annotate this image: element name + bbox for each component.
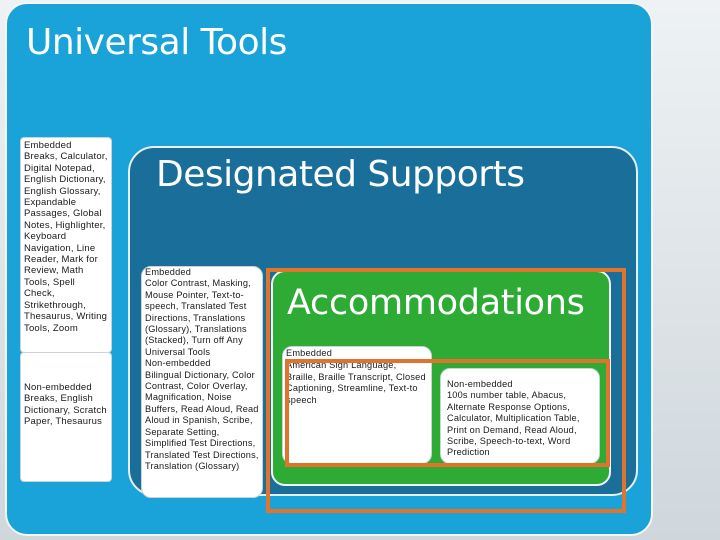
designated-supports-embedded-items: Color Contrast, Masking, Mouse Pointer, … [145,278,251,357]
designated-supports-non-embedded-items: Bilingual Dictionary, Color Contrast, Co… [145,369,259,471]
universal-tools-non-embedded-items: Breaks, English Dictionary, Scratch Pape… [24,393,107,428]
universal-tools-non-embedded-box: Non-embedded Breaks, English Dictionary,… [20,352,112,482]
designated-supports-box: Embedded Color Contrast, Masking, Mouse … [141,266,263,498]
universal-tools-title: Universal Tools [26,22,287,63]
accommodations-non-embedded-heading: Non-embedded [447,379,513,389]
accommodations-embedded-heading: Embedded [286,348,333,358]
accommodations-embedded-box: Embedded American Sign Language, Braille… [282,346,432,464]
accommodations-non-embedded-items: 100s number table, Abacus, Alternate Res… [447,390,580,458]
designated-supports-embedded-heading: Embedded [145,267,192,277]
universal-tools-embedded-items: Breaks, Calculator, Digital Notepad, Eng… [24,151,108,334]
accommodations-non-embedded-box: Non-embedded 100s number table, Abacus, … [440,368,600,464]
universal-tools-embedded-box: Embedded Breaks, Calculator, Digital Not… [20,137,112,353]
designated-supports-title: Designated Supports [156,154,525,195]
designated-supports-non-embedded-heading: Non-embedded [145,358,211,369]
accommodations-embedded-items: American Sign Language, Braille, Braille… [286,359,426,406]
universal-tools-embedded-heading: Embedded [24,140,72,151]
universal-tools-non-embedded-heading: Non-embedded [24,382,92,393]
accommodations-title: Accommodations [287,283,585,323]
